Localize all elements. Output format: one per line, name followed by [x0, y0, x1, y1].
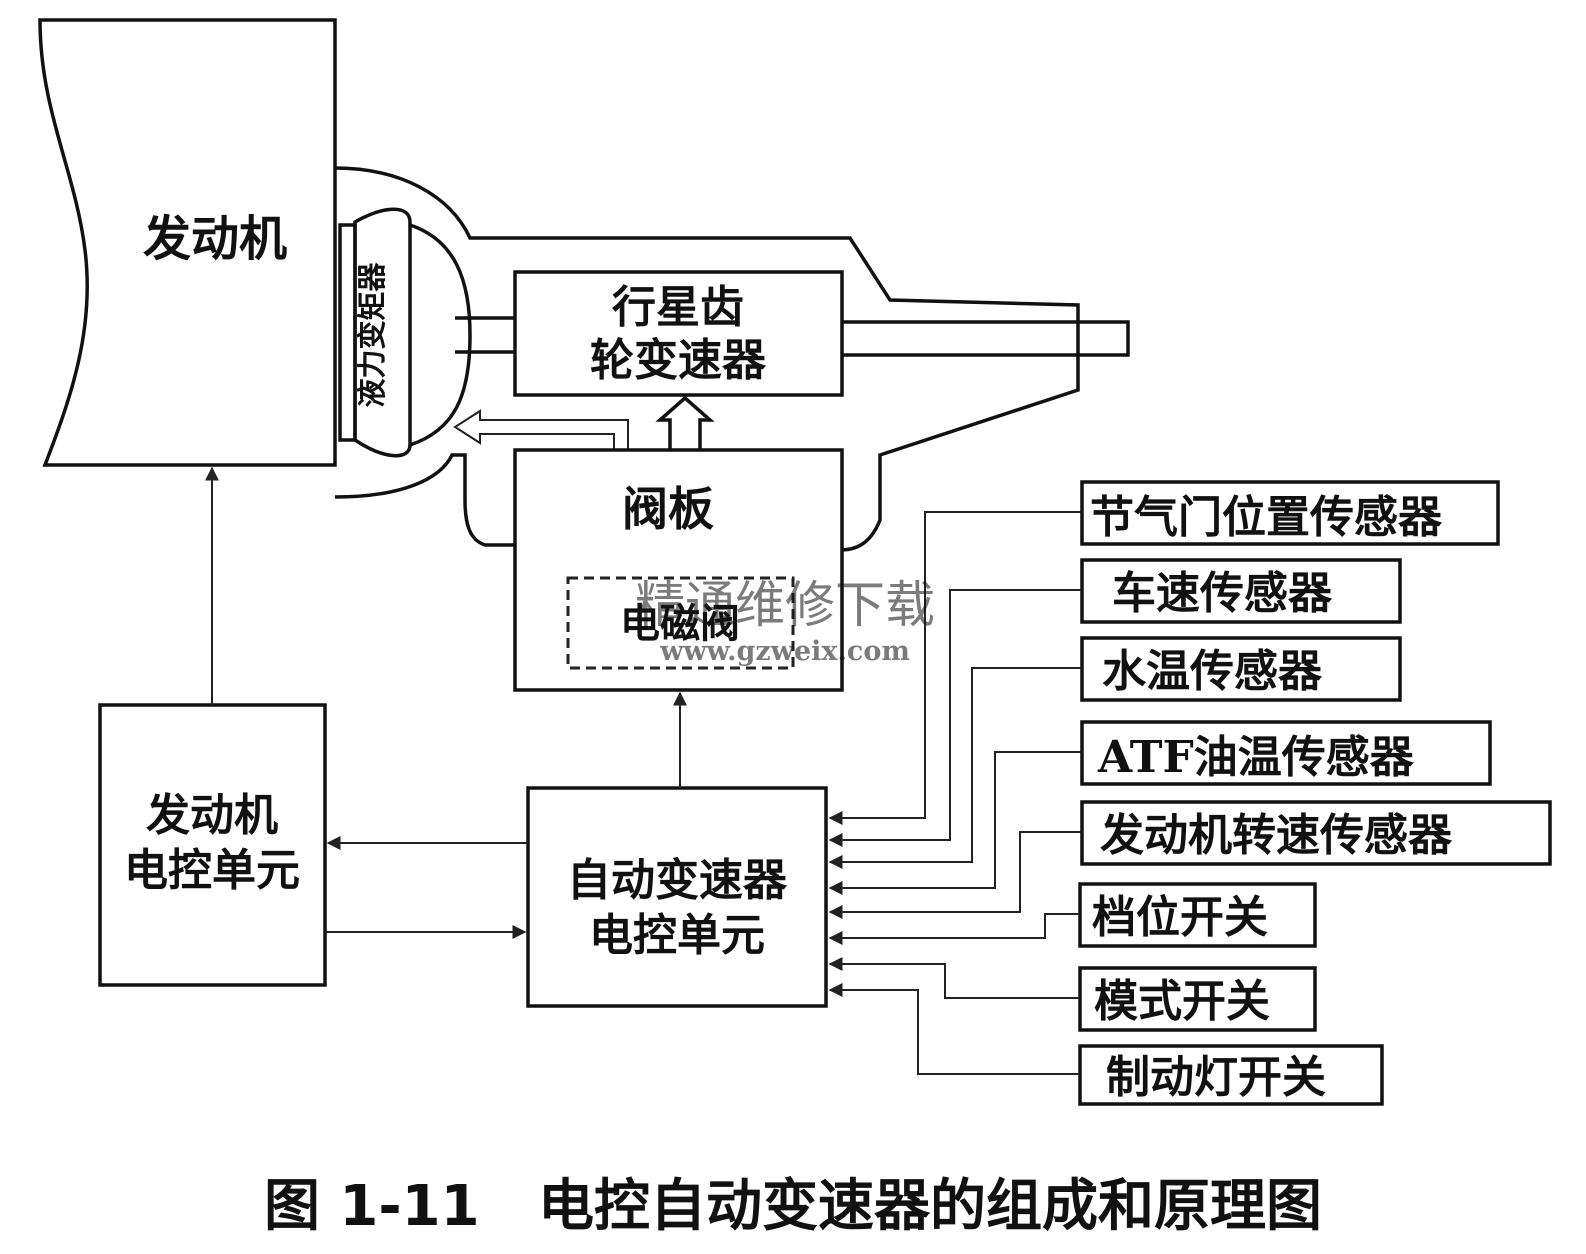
torque-converter-plate [338, 223, 357, 442]
engine-ecu-label-2: 电控单元 [124, 845, 300, 896]
valve-to-planetary-arrow [655, 395, 715, 450]
atf-sensor-box [1080, 720, 1492, 786]
valve-body-label: 阀板 [622, 482, 714, 536]
signal-line-mode [828, 957, 1080, 999]
solenoid-label: 电磁阀 [620, 600, 740, 647]
watermark-url: www.gzweix.com [659, 636, 910, 667]
speed-sensor-label: 车速传感器 [1112, 568, 1333, 619]
signal-line-coolant [828, 667, 1082, 869]
planetary-label-2: 轮变速器 [590, 335, 767, 386]
signal-line-gear [828, 913, 1080, 945]
solenoid-box [566, 576, 795, 670]
valve-body-box [513, 448, 844, 692]
transmission-ecu-label-1: 自动变速器 [567, 855, 788, 906]
throttle-sensor-box [1080, 480, 1500, 546]
signal-line-speed [828, 589, 1082, 847]
figure-caption: 图 1-11 电控自动变速器的组成和原理图 [264, 1174, 1322, 1239]
signal-line-brake [828, 983, 1080, 1075]
transmission-ecu-box [526, 786, 828, 1008]
signal-line-throttle [828, 511, 1082, 825]
mode-switch-label: 模式开关 [1094, 976, 1270, 1027]
planetary-gear-box [513, 270, 844, 397]
valve-to-converter-arrow [453, 409, 629, 450]
engine-ecu-label-1: 发动机 [146, 790, 278, 841]
coolant-sensor-label: 水温传感器 [1102, 646, 1323, 697]
planetary-label-1: 行星齿 [612, 282, 744, 333]
engine-block [38, 18, 337, 467]
signal-line-atf [828, 751, 1082, 895]
engine-ecu-box [98, 703, 327, 987]
gear-switch-box [1078, 882, 1317, 948]
engine-speed-sensor-label: 发动机转速传感器 [1100, 810, 1453, 861]
watermark-text: 精通维修下载 [635, 576, 935, 634]
brake-switch-label: 制动灯开关 [1106, 1052, 1326, 1103]
gear-switch-label: 档位开关 [1092, 892, 1268, 943]
transmission-ecu-label-2: 电控单元 [589, 910, 765, 961]
transmission-housing [334, 166, 1080, 552]
engine-label: 发动机 [143, 211, 287, 267]
engine-speed-sensor-box [1080, 800, 1552, 866]
speed-sensor-box [1080, 558, 1402, 624]
torque-converter-dome [409, 223, 472, 447]
throttle-sensor-label: 节气门位置传感器 [1090, 492, 1443, 543]
brake-switch-box [1078, 1044, 1384, 1106]
signal-line-engine-speed [828, 831, 1082, 919]
output-shaft [842, 320, 1130, 357]
torque-converter-label: 液力变矩器 [355, 262, 389, 408]
atf-sensor-label: ATF油温传感器 [1097, 732, 1415, 783]
